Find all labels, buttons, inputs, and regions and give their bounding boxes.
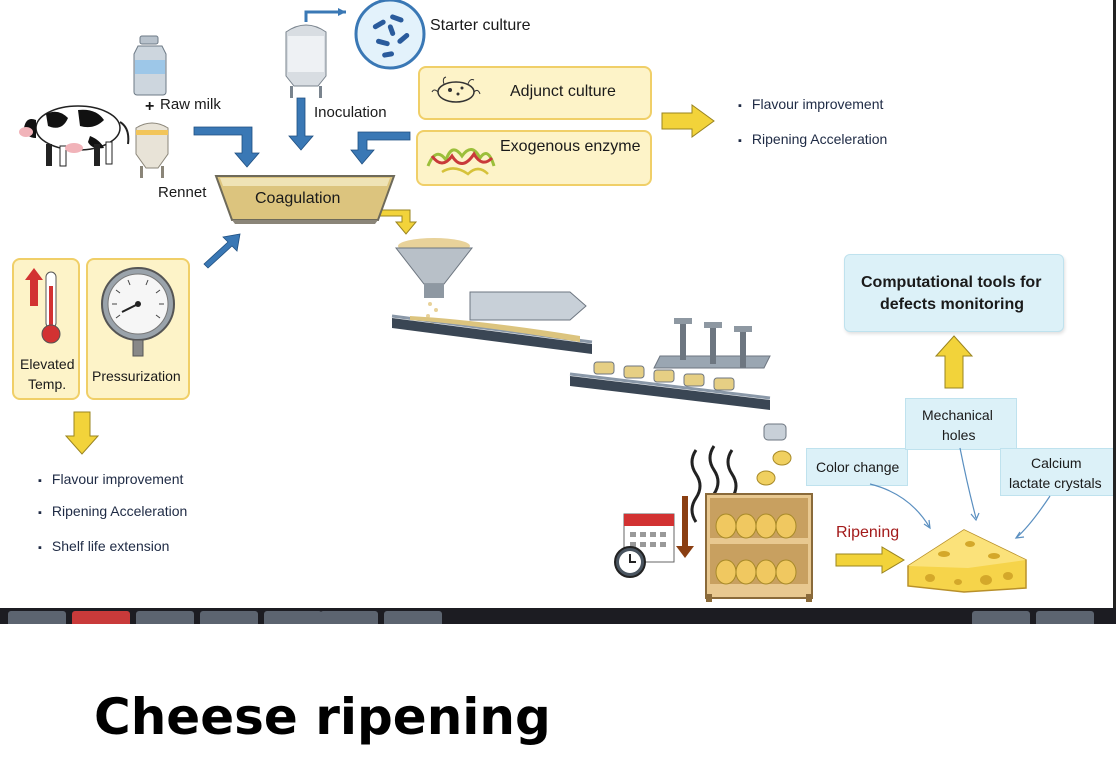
pressure-gauge-icon [101,267,175,357]
thermometer-icon [25,268,61,344]
coagulation-vat-icon [214,175,396,224]
taskbar-button[interactable] [8,611,66,624]
enzyme-protein-icon [426,148,496,176]
calcium-lactate-box: Calcium lactate crystals [1000,448,1114,496]
starter-culture-dish-icon [354,0,426,70]
adjunct-culture-box: Adjunct culture [418,66,652,120]
pressurization-label: Pressurization [92,368,181,384]
treatment-benefit-ripening: Ripening Acceleration [38,503,187,519]
taskbar-button[interactable] [384,611,442,624]
taskbar-button[interactable] [136,611,194,624]
cheese-ripening-diagram: + Raw milk Rennet Inoculation Starter cu… [0,0,1116,608]
exogenous-enzyme-label: Exogenous enzyme [500,138,641,155]
flow-arrows [193,97,418,269]
coagulation-label: Coagulation [255,190,341,207]
falling-cheese-icon [756,423,792,486]
mechanical-holes-box: Mechanical holes [905,398,1017,450]
monitoring-up-arrow-icon [934,335,974,389]
treatment-benefit-flavour: Flavour improvement [38,471,184,487]
cheese-processing-line-icon [391,238,771,410]
color-change-box: Color change [806,448,908,486]
taskbar [0,608,1116,624]
ripening-storage-icon [614,445,813,602]
taskbar-button[interactable] [72,611,130,624]
mechanical-holes-label-line1: Mechanical [922,407,993,423]
taskbar-button[interactable] [972,611,1030,624]
calcium-lactate-label-line1: Calcium [1031,455,1082,471]
cultures-to-coagulation-arrow-icon [350,131,411,165]
taskbar-button[interactable] [200,611,258,624]
elevated-temp-label-line2: Temp. [28,376,67,392]
plus-sign: + [145,98,155,115]
rennet-tank-icon [135,122,169,178]
raw-milk-label: Raw milk [160,96,221,113]
inoculation-to-coagulation-arrow-icon [288,97,314,151]
elevated-temp-label-line1: Elevated [20,356,75,372]
milk-can-icon [133,35,167,96]
milk-to-coagulation-arrow-icon [193,126,260,168]
taskbar-button[interactable] [264,611,322,624]
defect-pointer-lines [869,447,1051,539]
culture-benefit-flavour: Flavour improvement [738,96,884,112]
mechanical-holes-label-line2: holes [942,427,976,443]
cow-icon [19,105,130,167]
rennet-label: Rennet [158,184,207,201]
coagulation-to-hopper-arrow-icon [379,209,418,235]
exogenous-enzyme-box: Exogenous enzyme [416,130,652,186]
bacterium-icon [431,76,481,103]
image-right-border [1113,0,1116,608]
taskbar-button[interactable] [1036,611,1094,624]
ripening-arrow-icon [835,546,905,574]
culture-benefit-ripening: Ripening Acceleration [738,131,887,147]
calcium-lactate-label-line2: lactate crystals [1009,475,1102,491]
ripening-label: Ripening [836,524,900,541]
treatment-to-coagulation-arrow-icon [203,233,241,269]
treatment-benefit-arrow-icon [64,411,100,455]
cheese-wedge-icon [907,529,1027,593]
pressurization-box: Pressurization [86,258,190,400]
computational-tools-label-line2: defects monitoring [880,296,1025,313]
inoculation-label: Inoculation [314,104,387,121]
treatment-benefit-shelf-life: Shelf life extension [38,538,170,554]
computational-tools-label-line1: Computational tools for [861,274,1042,291]
taskbar-button[interactable] [320,611,378,624]
color-change-label: Color change [816,459,900,475]
starter-culture-label: Starter culture [430,17,531,34]
caption-title: Cheese ripening [94,688,551,746]
elevated-temp-box: Elevated Temp. [12,258,80,400]
inoculation-tank-icon [285,8,346,98]
adjunct-culture-label: Adjunct culture [510,83,616,100]
culture-benefit-arrow-icon [661,104,715,138]
computational-tools-box: Computational tools for defects monitori… [844,254,1064,332]
